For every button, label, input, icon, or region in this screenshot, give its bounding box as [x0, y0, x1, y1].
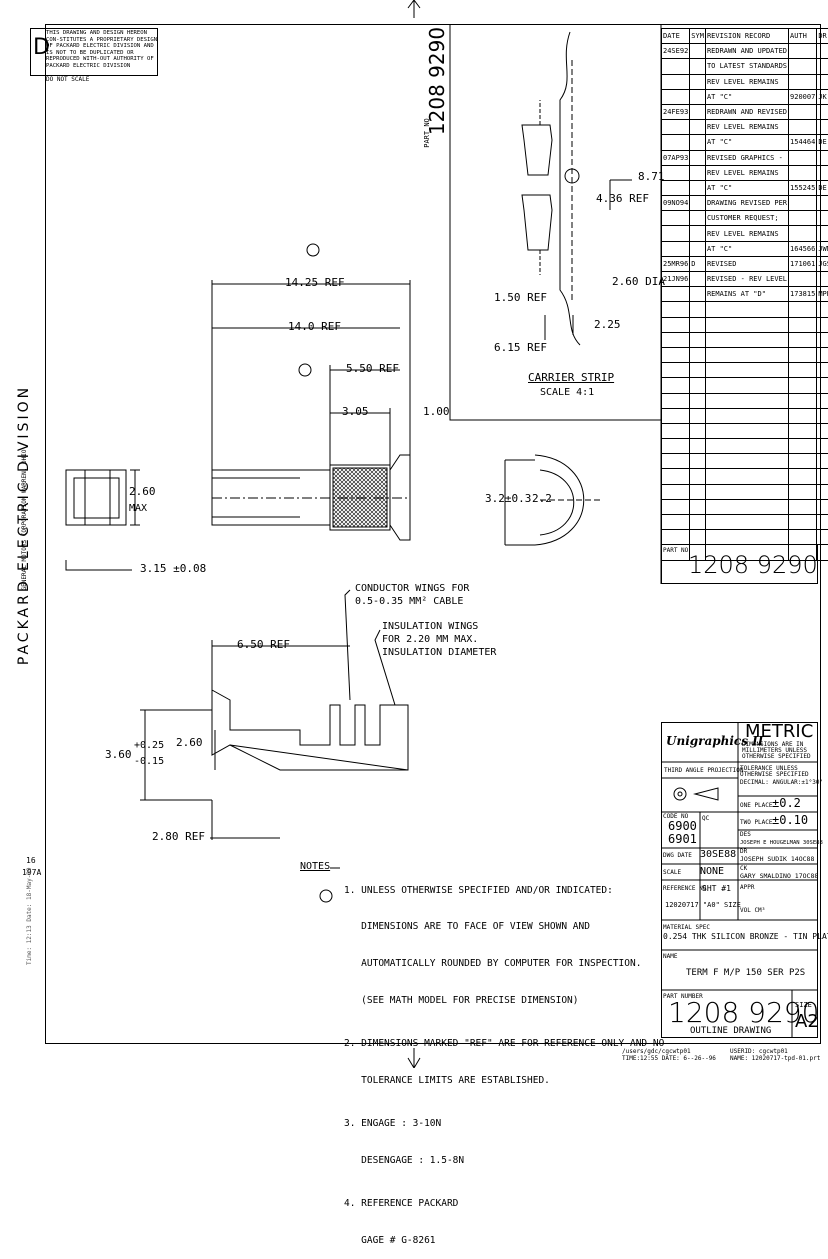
note-line: GAGE # G-8261 — [344, 1235, 664, 1247]
two-place-label: TWO PLACE — [740, 818, 773, 828]
size-label: SIZE — [795, 1000, 812, 1010]
appr-label: APPR — [740, 883, 754, 893]
dr-name: JOSEPH SUDIK 14OC88 — [740, 855, 814, 863]
footer-right-2: NAME: 12020717-tpd-01.prt — [730, 1055, 820, 1062]
qc-label: QC — [702, 814, 709, 824]
part-name: TERM F M/P 150 SER P2S — [686, 968, 805, 978]
sheet: SHT #1 — [702, 884, 731, 894]
tolerance-3: DECIMAL: ANGULAR:±1°30' — [740, 778, 823, 788]
scale-value: NONE — [700, 867, 724, 877]
note-line: TOLERANCE LIMITS ARE ESTABLISHED. — [344, 1075, 664, 1087]
scale-label: SCALE — [663, 868, 681, 878]
des-label: DES — [740, 832, 751, 838]
vol-label: VOL CM³ — [740, 906, 765, 916]
ck-name: GARY SMALDINO 17OC88 — [740, 872, 818, 880]
footer-left-1: /users/gdc/cgcwtp01 — [622, 1048, 691, 1055]
material: 0.254 THK SILICON BRONZE - TIN PLATED — [663, 932, 828, 942]
metric-title: METRIC — [745, 722, 813, 742]
code-no-2: 6901 — [668, 833, 697, 845]
footer-left-2: TIME:12:55 DATE: 6--26--96 — [622, 1055, 716, 1062]
dwg-date-label: DWG DATE — [663, 851, 692, 861]
projection-label: THIRD ANGLE PROJECTION — [664, 766, 743, 776]
ref-no-label: REFERENCE NO — [663, 884, 706, 894]
footer-right-1: USERID: cgcwtp01 — [730, 1048, 788, 1055]
note-line: DESENGAGE : 1.5-8N — [344, 1155, 664, 1167]
note-line: 3. ENGAGE : 3-10N — [344, 1118, 664, 1130]
one-place-label: ONE PLACE — [740, 801, 773, 811]
one-place-value: ±0.2 — [772, 796, 801, 810]
code-no-1: 6900 — [668, 820, 697, 832]
metric-sub-3: OTHERWISE SPECIFIED — [742, 754, 811, 760]
note-line: 4. REFERENCE PACKARD — [344, 1198, 664, 1210]
dwg-date: 30SE88 — [700, 850, 736, 860]
des-name: JOSEPH E HOUGELMAN 30SE88 — [740, 839, 823, 847]
two-place-value: ±0.10 — [772, 813, 808, 827]
ref-no: 12020717 "A0" SIZE — [665, 900, 741, 910]
drawing-type: OUTLINE DRAWING — [690, 1026, 771, 1036]
name-label: NAME — [663, 952, 677, 962]
size-value: A2 — [795, 1012, 819, 1032]
